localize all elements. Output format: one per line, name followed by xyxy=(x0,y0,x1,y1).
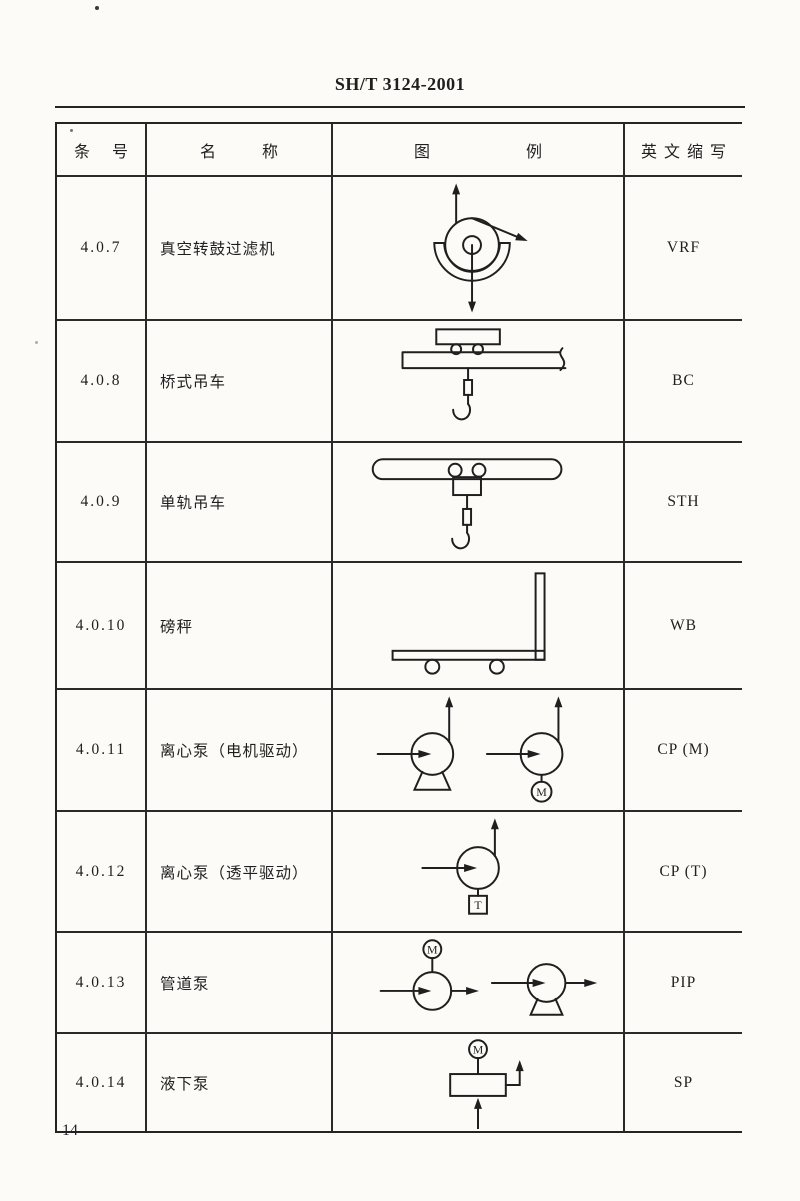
scan-speck xyxy=(95,6,99,10)
motor-letter: M xyxy=(473,1043,484,1057)
legend-cell: M xyxy=(333,1034,625,1131)
clause-number: 4.0.14 xyxy=(57,1034,147,1131)
abbr-code: CP (M) xyxy=(657,741,710,758)
clause-number: 4.0.11 xyxy=(57,690,147,810)
header-abbr: 英文缩写 xyxy=(640,143,733,161)
clause-number: 4.0.8 xyxy=(57,321,147,441)
single-track-hoist-icon xyxy=(371,458,563,550)
table-row: 4.0.7 真空转鼓过滤机 VRF xyxy=(57,177,742,321)
table-row: 4.0.9 单轨吊车 STH xyxy=(57,443,742,563)
table-row: 4.0.11 离心泵（电机驱动） M xyxy=(57,690,742,812)
legend-cell xyxy=(333,177,625,319)
table-row: 4.0.13 管道泵 M xyxy=(57,933,742,1034)
equipment-name: 管道泵 xyxy=(147,933,333,1032)
equipment-name: 离心泵（电机驱动） xyxy=(147,690,333,810)
bridge-crane-icon xyxy=(401,328,567,421)
legend-cell xyxy=(333,321,625,441)
abbr-code: WB xyxy=(670,616,697,634)
legend-cell: M xyxy=(333,690,625,810)
abbr-code: PIP xyxy=(670,973,697,991)
clause-number: 4.0.10 xyxy=(57,563,147,688)
table-header-row: 条号 名称 图例 英文缩写 xyxy=(57,124,742,177)
scan-speck xyxy=(70,129,73,132)
submerged-pump-icon: M xyxy=(449,1039,524,1129)
header-rule xyxy=(55,106,745,108)
header-name: 名称 xyxy=(147,124,333,175)
clause-number: 4.0.7 xyxy=(57,177,147,319)
pipeline-pump-icon: M xyxy=(379,939,598,1016)
page-number: 14 xyxy=(62,1122,78,1139)
abbr-code: SP xyxy=(673,1073,694,1091)
clause-number: 4.0.9 xyxy=(57,443,147,561)
equipment-name: 离心泵（透平驱动） xyxy=(147,812,333,931)
header-legend: 图例 xyxy=(333,124,625,175)
centrifugal-pump-turbine-driven-icon: T xyxy=(421,818,500,915)
equipment-name: 单轨吊车 xyxy=(147,443,333,561)
table-row: 4.0.14 液下泵 M SP xyxy=(57,1034,742,1131)
weighbridge-scale-icon xyxy=(391,572,546,675)
equipment-name: 真空转鼓过滤机 xyxy=(147,177,333,319)
clause-number: 4.0.13 xyxy=(57,933,147,1032)
table-row: 4.0.8 桥式吊车 BC xyxy=(57,321,742,443)
table-row: 4.0.12 离心泵（透平驱动） T CP (T) xyxy=(57,812,742,933)
scan-speck xyxy=(35,341,38,344)
abbr-code: BC xyxy=(672,372,695,389)
abbr-code: VRF xyxy=(666,239,701,256)
equipment-name: 桥式吊车 xyxy=(147,321,333,441)
symbol-legend-table: 条号 名称 图例 英文缩写 4.0.7 真空转鼓过滤机 xyxy=(55,122,742,1133)
vacuum-rotary-drum-filter-icon xyxy=(433,183,528,313)
centrifugal-pump-motor-driven-icon: M xyxy=(376,696,564,803)
document-code: SH/T 3124-2001 xyxy=(334,74,466,94)
motor-letter: M xyxy=(427,943,438,957)
abbr-code: CP (T) xyxy=(659,862,708,880)
legend-cell xyxy=(333,443,625,561)
clause-number: 4.0.12 xyxy=(57,812,147,931)
legend-cell: M xyxy=(333,933,625,1032)
header-clause: 条号 xyxy=(57,124,147,175)
legend-cell: T xyxy=(333,812,625,931)
equipment-name: 磅秤 xyxy=(147,563,333,688)
abbr-code: STH xyxy=(667,493,700,510)
turbine-letter: T xyxy=(474,898,482,912)
motor-letter: M xyxy=(536,785,547,799)
table-row: 4.0.10 磅秤 WB xyxy=(57,563,742,690)
legend-cell xyxy=(333,563,625,688)
equipment-name: 液下泵 xyxy=(147,1034,333,1131)
